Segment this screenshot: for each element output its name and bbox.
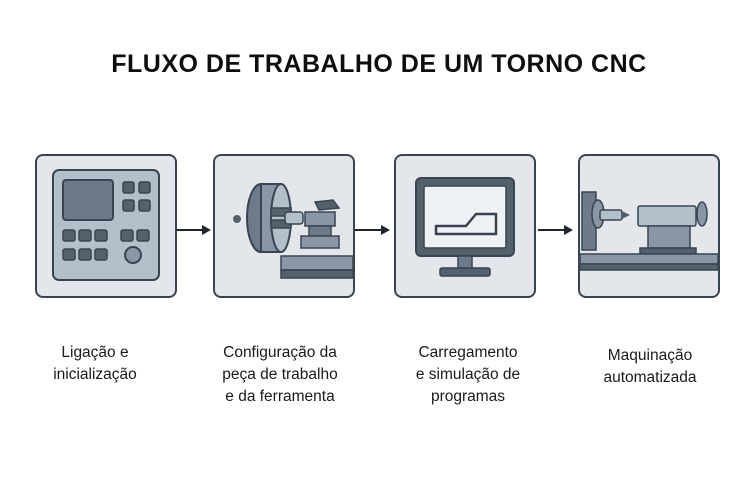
- step-label-machining: Maquinação automatizada: [603, 347, 697, 386]
- lathe-machining-icon: [580, 191, 718, 271]
- step-label-setup: Configuração da peça de trabalho e da fe…: [222, 344, 338, 405]
- page-title: FLUXO DE TRABALHO DE UM TORNO CNC: [111, 50, 647, 78]
- arrow-right-icon: [176, 225, 211, 235]
- arrow-right-icon: [538, 225, 573, 235]
- step-label-power-on: Ligação e inicialização: [53, 344, 137, 383]
- lathe-chuck-tool-icon: [233, 183, 353, 279]
- step-label-program: Carregamento e simulação de programas: [415, 344, 521, 405]
- step-card-power-on: [35, 154, 177, 298]
- monitor-program-icon: [415, 177, 515, 277]
- step-card-machining: [578, 154, 720, 298]
- step-card-program: [394, 154, 536, 298]
- arrow-right-icon: [355, 225, 390, 235]
- control-panel-icon: [52, 169, 160, 281]
- step-card-setup: [213, 154, 355, 298]
